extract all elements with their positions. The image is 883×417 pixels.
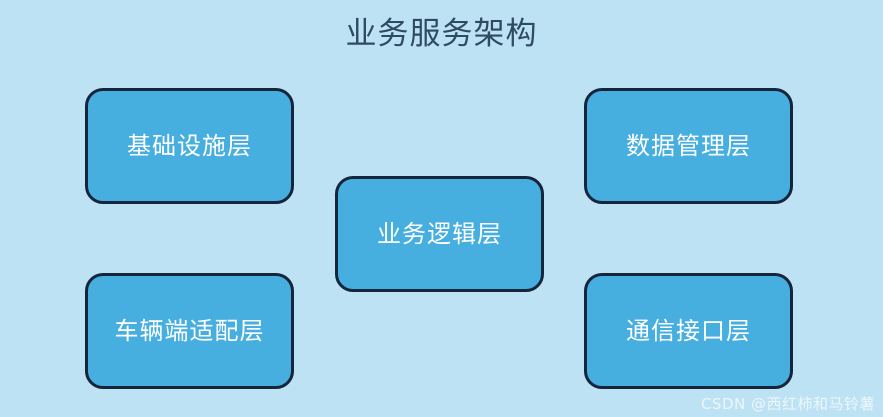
- node-label: 车辆端适配层: [114, 317, 265, 345]
- node-label: 业务逻辑层: [377, 220, 502, 248]
- node-infrastructure[interactable]: 基础设施层: [85, 88, 294, 204]
- node-label: 基础设施层: [127, 132, 252, 160]
- node-data-management[interactable]: 数据管理层: [584, 88, 793, 204]
- watermark: CSDN @西红柿和马铃薯: [700, 395, 875, 413]
- node-business-logic[interactable]: 业务逻辑层: [335, 176, 544, 292]
- node-vehicle-adapter[interactable]: 车辆端适配层: [85, 273, 294, 389]
- node-communication-interface[interactable]: 通信接口层: [584, 273, 793, 389]
- page-title: 业务服务架构: [345, 16, 538, 52]
- node-label: 数据管理层: [626, 132, 751, 160]
- node-label: 通信接口层: [626, 317, 751, 345]
